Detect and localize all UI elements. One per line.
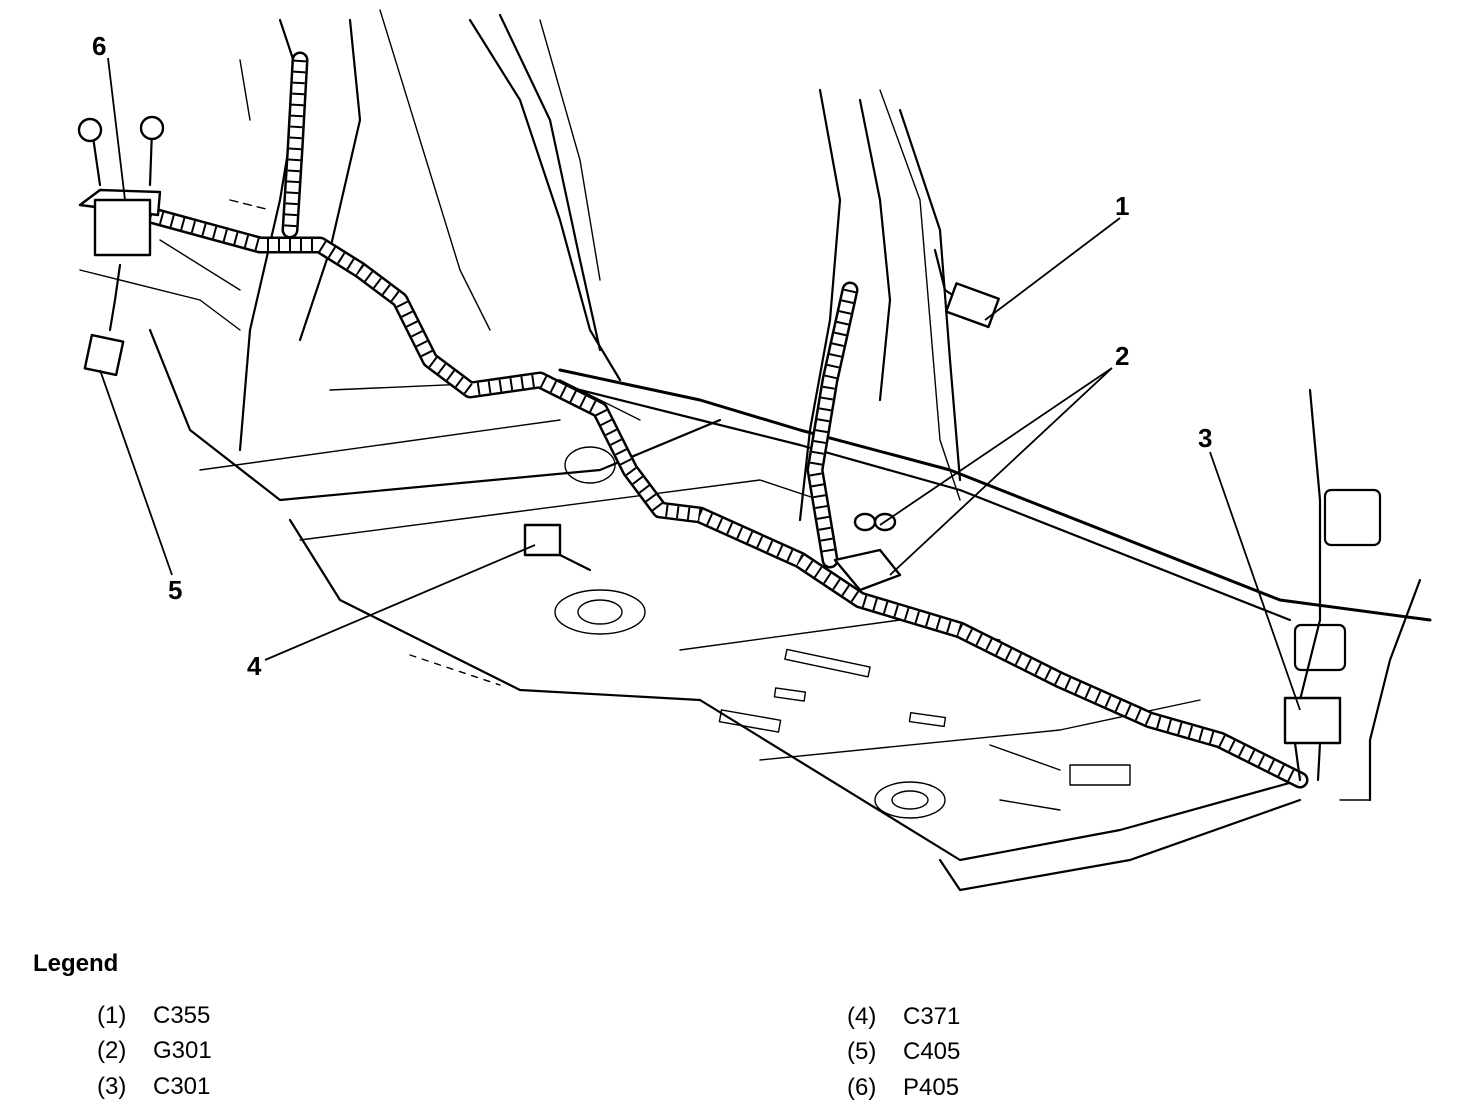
legend-title: Legend — [33, 950, 119, 977]
legend-item-number: (5) — [847, 1038, 877, 1065]
legend-item-code: C301 — [153, 1073, 211, 1100]
ground-g301 — [833, 512, 902, 592]
connector-c371 — [523, 523, 592, 572]
callout-2: 2 — [879, 341, 1129, 576]
svg-text:1: 1 — [1115, 191, 1129, 221]
connector-c405 — [83, 263, 125, 377]
connector-c301 — [1283, 696, 1342, 782]
legend-item-6: (6) P405 — [847, 1074, 959, 1102]
callout-4: 4 — [247, 544, 536, 681]
callout-3: 3 — [1198, 423, 1301, 711]
svg-text:3: 3 — [1198, 423, 1212, 453]
legend-item-1: (1) C355 — [97, 1002, 210, 1030]
legend-item-code: P405 — [903, 1074, 960, 1101]
legend-item-5: (5) C405 — [847, 1038, 960, 1066]
legend-item-number: (1) — [97, 1002, 127, 1029]
legend-item-number: (4) — [847, 1003, 877, 1030]
callout-6: 6 — [92, 31, 126, 201]
callout-5: 5 — [99, 369, 182, 605]
legend-item-code: C355 — [153, 1002, 211, 1029]
legend-item-3: (3) C301 — [97, 1073, 210, 1101]
body-pillars — [79, 9, 1432, 802]
floor-pan — [148, 328, 1302, 892]
svg-text:4: 4 — [247, 651, 262, 681]
bracket-p405 — [77, 115, 165, 257]
svg-text:6: 6 — [92, 31, 106, 61]
legend-item-number: (2) — [97, 1037, 127, 1064]
legend-item-2: (2) G301 — [97, 1037, 212, 1065]
legend-item-code: C371 — [903, 1003, 961, 1030]
wiring-harness — [141, 51, 1309, 789]
legend: Legend (1) C355 (2) G301 (3) C301 (4) C371 (… — [0, 940, 1472, 1120]
diagram-drawing: 1 2 3 4 5 6 — [77, 9, 1432, 892]
svg-text:5: 5 — [168, 575, 182, 605]
wiring-harness-diagram: 1 2 3 4 5 6 — [77, 9, 1432, 892]
legend-item-4: (4) C371 — [847, 1003, 960, 1031]
callout-1: 1 — [984, 191, 1129, 321]
legend-item-code: C405 — [903, 1038, 961, 1065]
svg-text:2: 2 — [1115, 341, 1129, 371]
connector-c355 — [933, 248, 1000, 329]
legend-item-code: G301 — [153, 1037, 212, 1064]
legend-item-number: (3) — [97, 1073, 127, 1100]
legend-item-number: (6) — [847, 1074, 877, 1101]
